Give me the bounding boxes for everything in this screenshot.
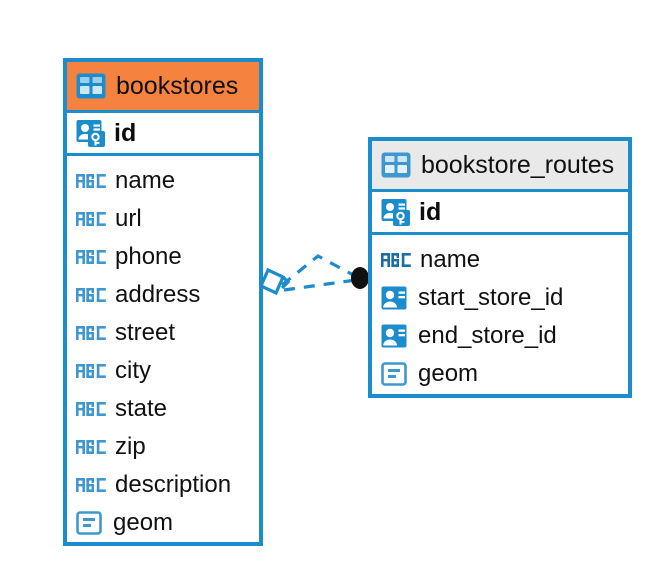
abc-text-icon xyxy=(76,361,106,381)
field-row-name[interactable]: name xyxy=(76,162,249,200)
abc-text-icon xyxy=(76,171,106,191)
geometry-icon xyxy=(381,361,409,387)
field-row-zip[interactable]: zip xyxy=(76,428,249,466)
abc-text-icon xyxy=(76,209,106,229)
primary-key-row-bookstore-routes[interactable]: id xyxy=(372,189,628,235)
primary-key-icon xyxy=(76,118,106,148)
field-row-description[interactable]: description xyxy=(76,466,249,504)
abc-text-icon xyxy=(76,437,106,457)
abc-text-icon xyxy=(76,285,106,305)
field-name-id: id xyxy=(114,118,137,147)
abc-text-icon xyxy=(76,399,106,419)
entity-table-bookstore-routes[interactable]: bookstore_routes id xyxy=(368,137,632,398)
field-row-start-store-id[interactable]: start_store_id xyxy=(381,279,618,317)
field-label: zip xyxy=(115,433,146,460)
field-label: state xyxy=(115,395,168,422)
field-label: city xyxy=(115,357,151,384)
table-icon xyxy=(76,73,106,99)
abc-text-icon xyxy=(76,323,106,343)
filled-dot-marker xyxy=(351,267,369,289)
field-label: geom xyxy=(113,509,174,536)
geometry-icon xyxy=(76,510,104,536)
primary-key-row-bookstores[interactable]: id xyxy=(67,110,259,156)
field-label: url xyxy=(115,205,142,232)
field-row-geom[interactable]: geom xyxy=(76,504,249,542)
entity-title-bookstore-routes: bookstore_routes xyxy=(421,150,615,179)
relationship-line-end-store[interactable] xyxy=(283,278,357,292)
relationship-line-start-store[interactable] xyxy=(280,254,358,287)
field-row-name[interactable]: name xyxy=(381,241,618,279)
foreign-key-icon xyxy=(381,323,409,349)
field-list-bookstores: name xyxy=(67,156,259,550)
table-icon xyxy=(381,152,411,178)
field-label: end_store_id xyxy=(418,322,557,349)
field-label: description xyxy=(115,471,232,498)
field-row-street[interactable]: street xyxy=(76,314,249,352)
field-label: start_store_id xyxy=(418,284,564,311)
field-label: address xyxy=(115,281,201,308)
abc-text-icon xyxy=(76,247,106,267)
field-label: street xyxy=(115,319,176,346)
field-row-url[interactable]: url xyxy=(76,200,249,238)
entity-table-bookstores[interactable]: bookstores id xyxy=(63,58,263,546)
field-row-phone[interactable]: phone xyxy=(76,238,249,276)
field-label: geom xyxy=(418,360,479,387)
field-label: name xyxy=(115,167,176,194)
entity-header-bookstore-routes: bookstore_routes xyxy=(372,141,628,189)
field-name-id: id xyxy=(419,197,442,226)
field-row-geom[interactable]: geom xyxy=(381,355,618,393)
diamond-marker xyxy=(258,267,291,296)
primary-key-icon xyxy=(381,197,411,227)
entity-title-bookstores: bookstores xyxy=(116,71,239,100)
field-row-end-store-id[interactable]: end_store_id xyxy=(381,317,618,355)
abc-text-icon xyxy=(381,250,411,270)
abc-text-icon xyxy=(76,475,106,495)
entity-header-bookstores: bookstores xyxy=(67,62,259,110)
field-label: name xyxy=(420,246,481,273)
field-list-bookstore-routes: name start_store_id xyxy=(372,235,628,401)
field-label: phone xyxy=(115,243,182,270)
foreign-key-icon xyxy=(381,285,409,311)
field-row-state[interactable]: state xyxy=(76,390,249,428)
field-row-city[interactable]: city xyxy=(76,352,249,390)
field-row-address[interactable]: address xyxy=(76,276,249,314)
